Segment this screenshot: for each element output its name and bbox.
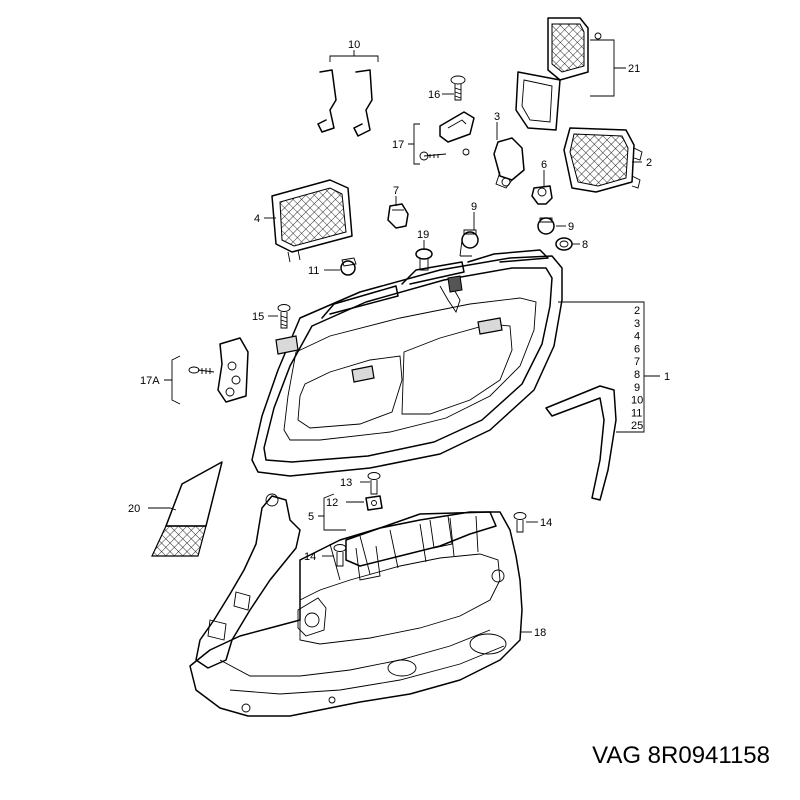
label-14-left: 14 (304, 551, 316, 563)
seal-strip-25 (545, 385, 617, 501)
screw-16 (450, 75, 466, 101)
label-10: 10 (348, 39, 360, 51)
bulb-6 (531, 185, 553, 205)
bracket-list-item: 9 (634, 382, 640, 394)
label-20: 20 (128, 503, 140, 515)
label-15: 15 (252, 311, 264, 323)
cover-cap-4 (271, 179, 353, 263)
label-1: 1 (664, 371, 670, 383)
label-4: 4 (254, 213, 260, 225)
bulb-9-left (461, 229, 479, 249)
label-6: 6 (541, 159, 547, 171)
label-17: 17 (392, 139, 404, 151)
carrier-frame-18 (189, 493, 523, 717)
label-9-right: 9 (568, 221, 574, 233)
label-16: 16 (428, 89, 440, 101)
leader-lines (148, 39, 660, 633)
label-2: 2 (646, 157, 652, 169)
label-13: 13 (340, 477, 352, 489)
part-number: VAG 8R0941158 (592, 742, 770, 769)
bracket-list-item: 11 (631, 407, 642, 419)
bulb-11 (340, 257, 357, 276)
adjuster-17 (419, 111, 475, 161)
label-18: 18 (534, 627, 546, 639)
screw-14-right (513, 512, 527, 533)
label-9-left: 9 (471, 201, 477, 213)
bracket-list-item: 4 (634, 331, 640, 343)
label-3: 3 (494, 111, 500, 123)
bulb-socket-3 (493, 137, 525, 189)
screw-14-left (333, 544, 347, 567)
bracket-5 (345, 511, 497, 581)
bulb-9-right (537, 217, 555, 235)
cover-cap-21 (515, 17, 602, 131)
bracket-list-item: 3 (634, 318, 640, 330)
bracket-17a (188, 337, 249, 403)
label-21: 21 (628, 63, 640, 75)
label-14-right: 14 (540, 517, 552, 529)
bracket-list-item: 6 (634, 343, 640, 355)
callout-labels: 10 16 17 3 21 2 4 7 9 6 9 8 19 11 15 17A… (128, 39, 670, 639)
bracket-list-item: 8 (634, 369, 640, 381)
label-8: 8 (582, 239, 588, 251)
label-5: 5 (308, 511, 314, 523)
bulb-holder-8 (555, 237, 573, 251)
label-7: 7 (393, 185, 399, 197)
screw-13 (367, 472, 381, 495)
label-12: 12 (326, 497, 338, 509)
plug-19 (415, 248, 433, 271)
foam-pad-20 (151, 461, 223, 557)
headlight-housing-1 (251, 239, 563, 477)
nut-12 (365, 495, 383, 511)
label-11: 11 (308, 265, 319, 277)
label-17a: 17A (140, 375, 160, 387)
bracket-list-item: 10 (631, 395, 643, 407)
label-19: 19 (417, 229, 429, 241)
cover-cap-2 (563, 127, 643, 193)
bracket-list-item: 25 (631, 420, 643, 432)
bracket-list-item: 2 (634, 305, 640, 317)
screw-15 (277, 304, 291, 329)
bulb-7 (387, 203, 409, 229)
retaining-clips-10 (317, 69, 373, 137)
bracket-list-item: 7 (634, 356, 640, 368)
